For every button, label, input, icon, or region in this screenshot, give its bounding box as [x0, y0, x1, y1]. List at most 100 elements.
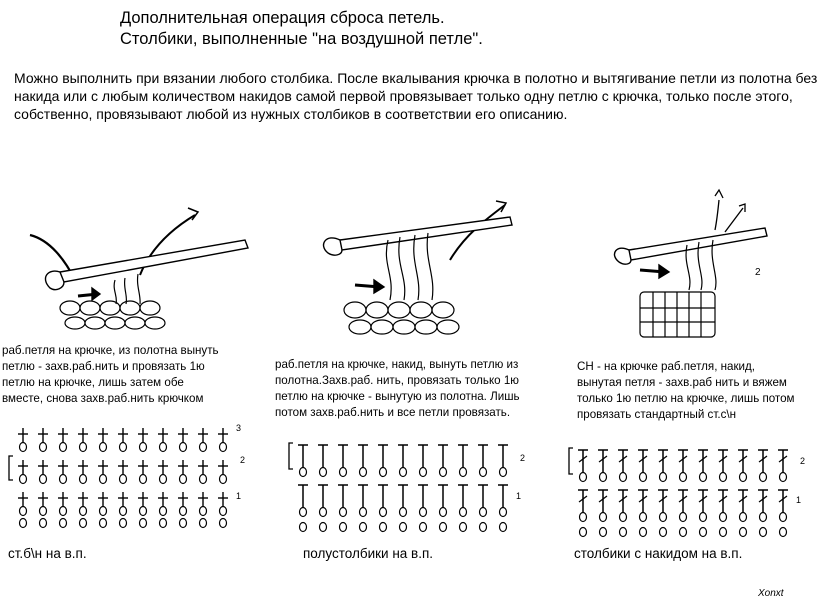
- ch-symbol: [380, 468, 387, 477]
- ch-symbol: [640, 473, 647, 482]
- illustration-3-row-number: 2: [755, 267, 761, 278]
- ch-symbol: [440, 523, 447, 532]
- ch-symbol: [640, 528, 647, 537]
- ch-symbol: [120, 507, 127, 516]
- ch-symbol: [620, 528, 627, 537]
- page-title: Дополнительная операция сброса петель. С…: [120, 8, 483, 50]
- ch-symbol: [320, 523, 327, 532]
- illustration-3-hook: 2: [605, 190, 775, 350]
- chart-1-row-number-3: 3: [236, 420, 241, 436]
- ch-symbol: [740, 513, 747, 522]
- ch-symbol: [500, 468, 507, 477]
- turning-bracket: [9, 456, 13, 480]
- ch-symbol: [320, 508, 327, 517]
- ch-symbol: [600, 528, 607, 537]
- ch-symbol: [680, 513, 687, 522]
- ch-symbol: [140, 519, 147, 528]
- stitch-chart-1: [5, 420, 260, 532]
- ch-symbol: [680, 528, 687, 537]
- ch-symbol: [500, 523, 507, 532]
- ch-symbol: [480, 523, 487, 532]
- ch-symbol: [180, 507, 187, 516]
- ch-symbol: [580, 528, 587, 537]
- title-line-1: Дополнительная операция сброса петель.: [120, 8, 483, 29]
- ch-symbol: [120, 475, 127, 484]
- ch-symbol: [760, 528, 767, 537]
- ch-symbol: [20, 443, 27, 452]
- ch-symbol: [780, 473, 787, 482]
- ch-symbol: [20, 519, 27, 528]
- ch-symbol: [700, 513, 707, 522]
- ch-symbol: [300, 508, 307, 517]
- ch-symbol: [700, 473, 707, 482]
- ch-symbol: [100, 519, 107, 528]
- ch-symbol: [500, 508, 507, 517]
- ch-symbol: [180, 475, 187, 484]
- label-chart-1: ст.б\н на в.п.: [8, 546, 87, 561]
- ch-symbol: [40, 443, 47, 452]
- illustration-1-hook: [20, 200, 260, 335]
- ch-symbol: [420, 468, 427, 477]
- title-line-2: Столбики, выполненные "на воздушной петл…: [120, 29, 483, 50]
- stitch-chart-2: [285, 435, 540, 535]
- ch-symbol: [60, 507, 67, 516]
- ch-symbol: [380, 523, 387, 532]
- ch-symbol: [400, 468, 407, 477]
- ch-symbol: [300, 523, 307, 532]
- ch-symbol: [320, 468, 327, 477]
- turning-bracket: [569, 448, 573, 474]
- ch-symbol: [700, 528, 707, 537]
- ch-symbol: [620, 473, 627, 482]
- ch-symbol: [760, 513, 767, 522]
- ch-symbol: [480, 508, 487, 517]
- ch-symbol: [780, 513, 787, 522]
- ch-symbol: [160, 475, 167, 484]
- ch-symbol: [340, 508, 347, 517]
- ch-symbol: [160, 507, 167, 516]
- ch-symbol: [160, 519, 167, 528]
- ch-symbol: [100, 475, 107, 484]
- ch-symbol: [200, 507, 207, 516]
- ch-symbol: [40, 519, 47, 528]
- ch-symbol: [420, 523, 427, 532]
- ch-symbol: [180, 443, 187, 452]
- ch-symbol: [360, 523, 367, 532]
- label-chart-3: столбики с накидом на в.п.: [574, 546, 742, 561]
- ch-symbol: [640, 513, 647, 522]
- ch-symbol: [460, 523, 467, 532]
- ch-symbol: [20, 507, 27, 516]
- ch-symbol: [160, 443, 167, 452]
- chart-2-row-number-1: 1: [516, 488, 521, 504]
- ch-symbol: [220, 507, 227, 516]
- ch-symbol: [340, 523, 347, 532]
- ch-symbol: [660, 513, 667, 522]
- illustration-2-hook: [300, 195, 530, 345]
- ch-symbol: [400, 523, 407, 532]
- ch-symbol: [400, 508, 407, 517]
- ch-symbol: [440, 508, 447, 517]
- caption-3: СН - на крючке раб.петля, накид, вынутая…: [577, 359, 795, 423]
- ch-symbol: [140, 475, 147, 484]
- ch-symbol: [660, 473, 667, 482]
- chart-3-row-number-2: 2: [800, 453, 805, 469]
- ch-symbol: [20, 475, 27, 484]
- ch-symbol: [340, 468, 347, 477]
- ch-symbol: [60, 443, 67, 452]
- ch-symbol: [720, 528, 727, 537]
- ch-symbol: [420, 508, 427, 517]
- signature: Xonxt: [758, 588, 784, 599]
- ch-symbol: [80, 475, 87, 484]
- stitch-chart-3: [565, 440, 820, 540]
- chart-2-row-number-2: 2: [520, 450, 525, 466]
- ch-symbol: [720, 513, 727, 522]
- ch-symbol: [580, 473, 587, 482]
- chart-3-row-number-1: 1: [796, 492, 801, 508]
- ch-symbol: [220, 443, 227, 452]
- ch-symbol: [120, 519, 127, 528]
- ch-symbol: [740, 528, 747, 537]
- caption-2: раб.петля на крючке, накид, вынуть петлю…: [275, 357, 520, 421]
- caption-1: раб.петля на крючке, из полотна вынуть п…: [2, 343, 219, 407]
- ch-symbol: [80, 443, 87, 452]
- ch-symbol: [140, 443, 147, 452]
- ch-symbol: [100, 507, 107, 516]
